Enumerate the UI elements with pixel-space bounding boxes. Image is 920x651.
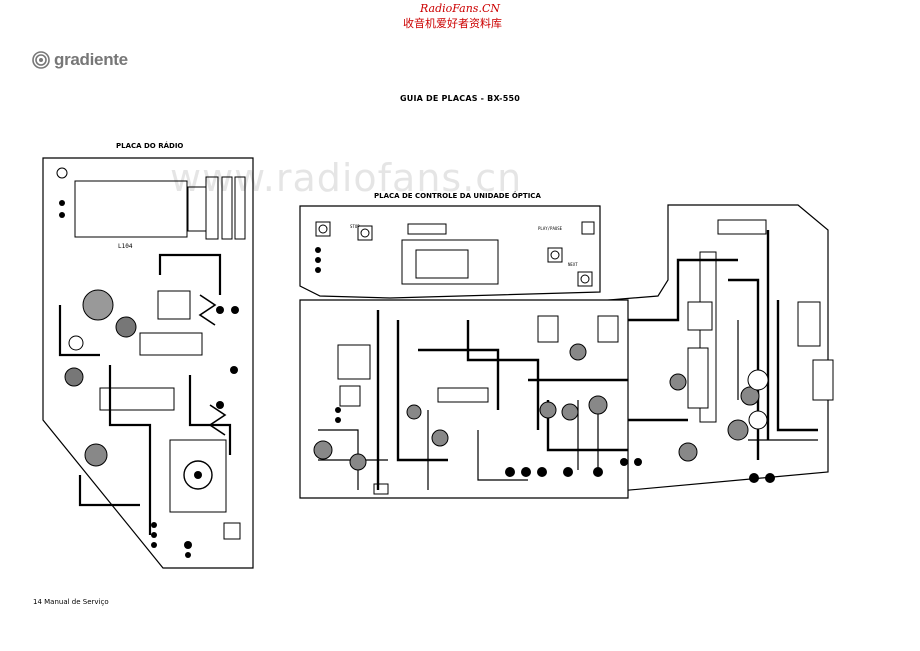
optical-board-diagram: STOP PLAY/PAUSE NEXT [299,204,834,499]
radio-board-label: PLACA DO RÁDIO [116,142,184,150]
url-watermark: www.radiofans.cn [170,156,523,200]
next-button-label: NEXT [568,262,578,267]
radio-board-diagram: L104 [42,157,254,569]
stop-button-label: STOP [350,224,360,229]
site-watermark-en: RadioFans.CN [420,2,500,15]
play-pause-button-label: PLAY/PAUSE [538,226,563,231]
antenna-label: L104 [118,243,133,250]
page-footer: 14 Manual de Serviço [33,598,109,606]
page-title: GUIA DE PLACAS - BX-550 [399,94,520,103]
site-watermark-cn: 收音机爱好者资料库 [403,17,502,30]
brand-swirl-icon [32,51,50,69]
brand-name: gradiente [54,50,128,69]
optical-board-label: PLACA DE CONTROLE DA UNIDADE ÓPTICA [374,192,541,200]
brand-logo: gradiente [32,50,128,70]
